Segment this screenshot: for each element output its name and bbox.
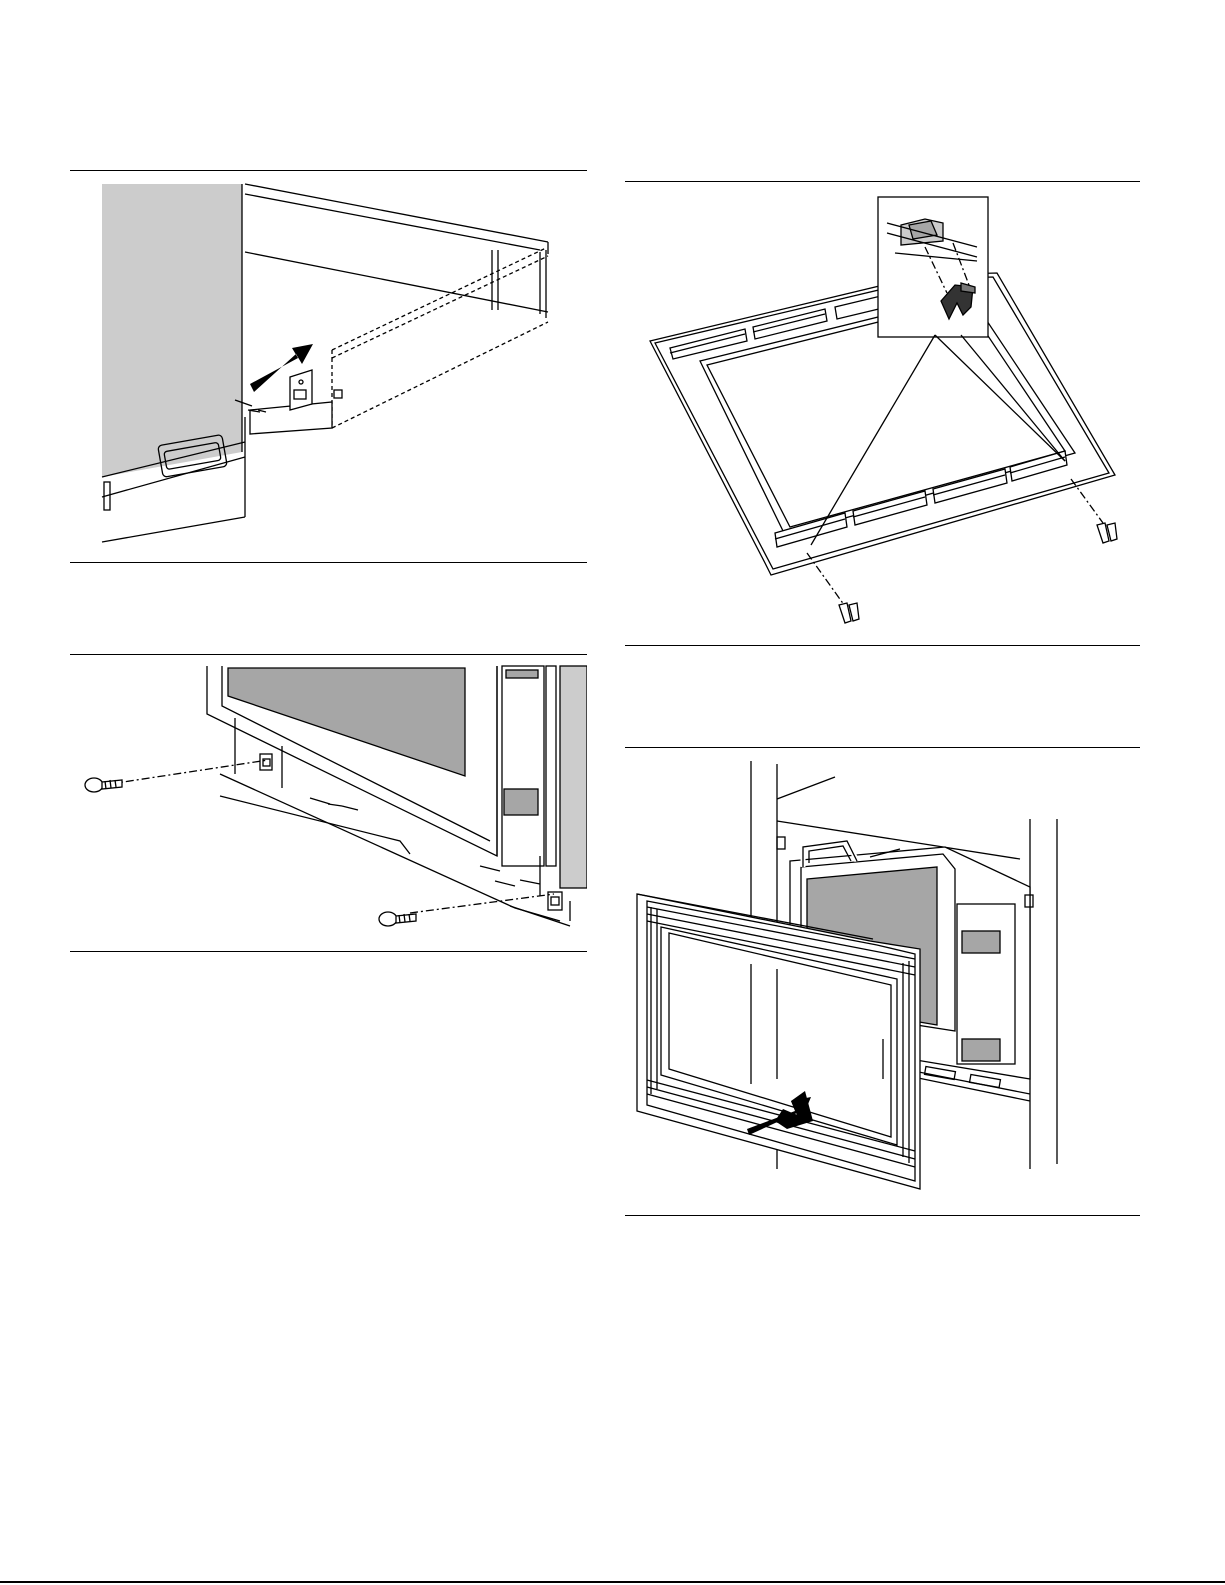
screw-icon: [379, 912, 416, 926]
control-panel-display: [962, 1039, 1000, 1061]
figure-2-illustration: [625, 183, 1140, 643]
figure-1-bracket-slide: [70, 172, 587, 562]
figure-1-top-rule: [70, 170, 587, 171]
figure-3-illustration: [70, 656, 587, 950]
clip-detail-inset: [878, 197, 988, 337]
clip-icon: [1097, 523, 1117, 543]
figure-3-screw-attachment: [70, 656, 587, 950]
page-footer-rule: [0, 1581, 1225, 1583]
figure-4-top-rule: [625, 747, 1140, 748]
cabinet-side-panel: [102, 184, 242, 477]
clip-icon: [839, 603, 859, 623]
figure-3-bottom-rule: [70, 951, 587, 952]
figure-4-bottom-rule: [625, 1215, 1140, 1216]
figure-4-illustration: [625, 749, 1140, 1214]
figure-4-frame-insert: [625, 749, 1140, 1214]
figure-1-bottom-rule: [70, 562, 587, 563]
figure-2-trim-frame-clips: [625, 183, 1140, 643]
figure-1-illustration: [70, 172, 587, 562]
screw-icon: [85, 778, 122, 792]
figure-2-top-rule: [625, 181, 1140, 182]
figure-3-top-rule: [70, 654, 587, 655]
figure-2-bottom-rule: [625, 645, 1140, 646]
control-panel-display: [504, 789, 538, 815]
